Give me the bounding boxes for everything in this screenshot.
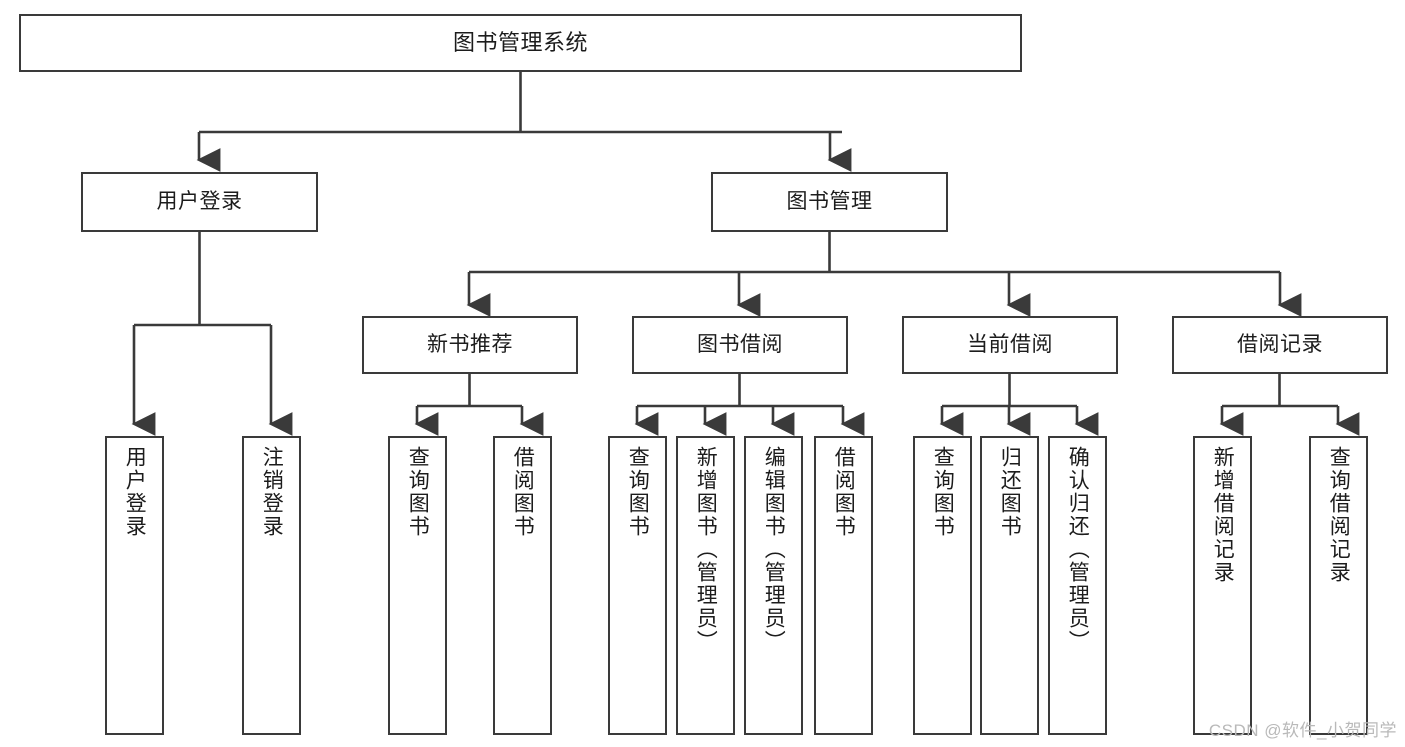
leaf-book-borrow-borrow-book[interactable]: 借阅图书	[814, 436, 873, 735]
node-book-management[interactable]: 图书管理	[711, 172, 948, 232]
leaf-user-login-logout[interactable]: 注销登录	[242, 436, 301, 735]
node-label: 注销登录	[260, 446, 284, 538]
leaf-book-borrow-add-book-admin[interactable]: 新增图书（管理员）	[676, 436, 735, 735]
node-new-book-recommend[interactable]: 新书推荐	[362, 316, 578, 374]
node-label: 查询借阅记录	[1327, 446, 1351, 584]
node-book-borrow[interactable]: 图书借阅	[632, 316, 848, 374]
node-label: 新增借阅记录	[1211, 446, 1235, 584]
node-root-book-management-system[interactable]: 图书管理系统	[19, 14, 1022, 72]
node-label: 编辑图书（管理员）	[762, 446, 786, 653]
node-current-borrow[interactable]: 当前借阅	[902, 316, 1118, 374]
watermark-text: CSDN @软件_小贺同学	[1208, 721, 1397, 740]
node-borrow-record[interactable]: 借阅记录	[1172, 316, 1388, 374]
leaf-book-borrow-edit-book-admin[interactable]: 编辑图书（管理员）	[744, 436, 803, 735]
node-user-login[interactable]: 用户登录	[81, 172, 318, 232]
node-label: 当前借阅	[967, 332, 1053, 356]
node-label: 确认归还（管理员）	[1066, 446, 1090, 653]
node-label: 查询图书	[931, 446, 955, 538]
node-label: 用户登录	[123, 446, 147, 538]
leaf-book-borrow-query-book[interactable]: 查询图书	[608, 436, 667, 735]
leaf-current-borrow-query-book[interactable]: 查询图书	[913, 436, 972, 735]
leaf-borrow-record-query-record[interactable]: 查询借阅记录	[1309, 436, 1368, 735]
node-label: 查询图书	[406, 446, 430, 538]
node-label: 查询图书	[626, 446, 650, 538]
node-label: 新增图书（管理员）	[694, 446, 718, 653]
leaf-borrow-record-add-record[interactable]: 新增借阅记录	[1193, 436, 1252, 735]
node-label: 新书推荐	[427, 332, 513, 356]
node-label: 图书借阅	[697, 332, 783, 356]
node-label: 用户登录	[156, 189, 243, 213]
node-label: 图书管理系统	[452, 30, 588, 56]
leaf-current-borrow-return-book[interactable]: 归还图书	[980, 436, 1039, 735]
node-label: 归还图书	[998, 446, 1022, 538]
leaf-new-book-borrow-book[interactable]: 借阅图书	[493, 436, 552, 735]
node-label: 借阅图书	[511, 446, 535, 538]
node-label: 图书管理	[786, 189, 873, 213]
leaf-new-book-query-book[interactable]: 查询图书	[388, 436, 447, 735]
node-label: 借阅图书	[832, 446, 856, 538]
node-label: 借阅记录	[1237, 332, 1323, 356]
leaf-user-login-login[interactable]: 用户登录	[105, 436, 164, 735]
leaf-current-borrow-confirm-return-admin[interactable]: 确认归还（管理员）	[1048, 436, 1107, 735]
